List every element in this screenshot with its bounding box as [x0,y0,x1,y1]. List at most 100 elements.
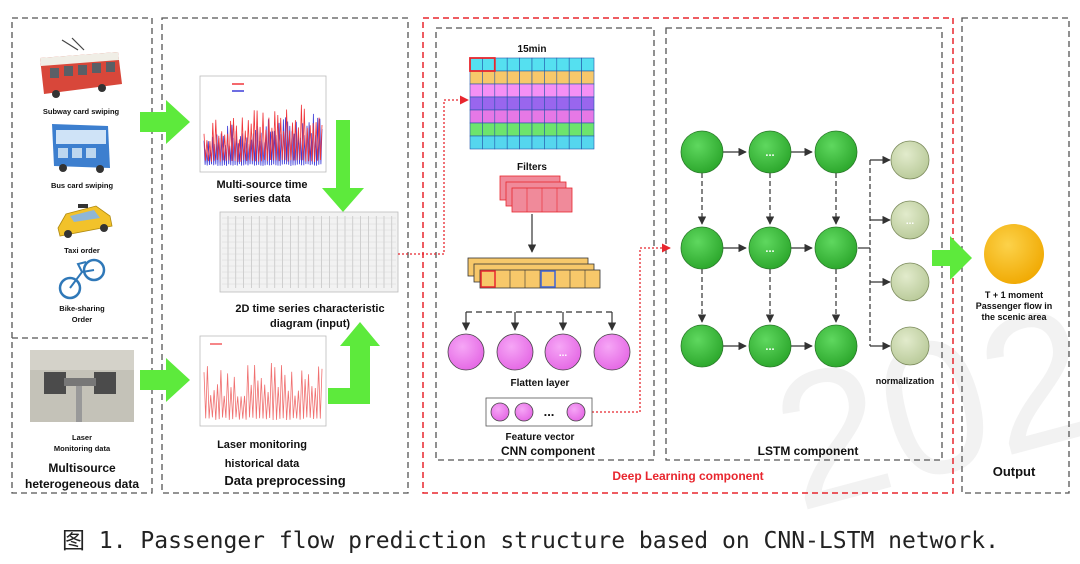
taxi-icon [57,204,113,238]
feature-vector-node-2 [514,402,534,422]
cnn-grid-cell [482,122,496,137]
multi-source-label-line1: Multi-source time [216,179,307,191]
red-connector-to-cnn [398,95,469,255]
cnn-grid-cell [506,122,520,137]
norm-node-ellipsis: ... [906,216,915,227]
cnn-grid-cell [519,83,533,98]
multisource-section [11,17,153,494]
green-arrow-subway [140,100,190,144]
cnn-input-grid [469,57,595,150]
laser-label-line1: Laser [72,433,92,442]
figure-caption: 图 1. Passenger flow prediction structure… [62,528,999,554]
2d-diagram-grid [222,216,396,288]
cnn-grid-cell [531,109,545,124]
green-arrow-laser-up [328,322,380,404]
norm-node [890,140,930,180]
lstm-node [680,130,724,174]
cnn-grid-cell [568,70,582,85]
cnn-grid-cell [544,96,558,111]
cnn-grid-cell [494,135,508,150]
flatten-node-4 [593,333,631,371]
cnn-grid-cell [544,70,558,85]
2d-diagram-label-line2: diagram (input) [270,318,350,330]
tram-icon [40,37,122,98]
cnn-grid-cell [494,70,508,85]
norm-node [890,200,930,240]
cnn-grid-cell [531,57,545,72]
lstm-node-ellipsis: ... [765,147,774,159]
deep-learning-title: Deep Learning component [612,469,763,483]
bike-label-line1: Bike-sharing [59,304,105,313]
feature-vector-node-3 [566,402,586,422]
cnn-grid-cell [506,70,520,85]
output-label-line2: Passenger flow in [976,301,1053,311]
laser-photo [30,350,134,422]
output-node [984,224,1044,284]
cnn-grid-cell [482,57,496,72]
cnn-grid-cell [544,135,558,150]
cnn-grid-cell [556,57,570,72]
cnn-grid-cell [506,57,520,72]
lstm-node [814,226,858,270]
cnn-grid-highlight [469,57,496,72]
cnn-grid-cell [581,83,595,98]
taxi-label: Taxi order [64,246,100,255]
lstm-node [748,130,792,174]
cnn-grid-cell [568,109,582,124]
cnn-grid-cell [482,135,496,150]
cnn-grid-cell [581,70,595,85]
cnn-grid-cell [519,135,533,150]
lstm-node [748,324,792,368]
filters-label: Filters [517,162,547,173]
cnn-grid-cell [469,57,483,72]
cnn-grid-cell [556,83,570,98]
cnn-grid-cell [581,57,595,72]
multi-source-label-line2: series data [233,193,291,205]
norm-node [890,262,930,302]
lstm-node-ellipsis: ... [765,341,774,353]
cnn-grid-cell [494,96,508,111]
cnn-grid-cell [469,70,483,85]
cnn-grid-cell [544,83,558,98]
cnn-grid-cell [519,122,533,137]
output-label-line3: the scenic area [981,312,1047,322]
cnn-grid-cell [531,135,545,150]
norm-node [890,326,930,366]
cnn-grid-cell [519,70,533,85]
lstm-node-ellipsis: ... [765,243,774,255]
feature-vector-ellipsis: ... [544,404,555,419]
cnn-grid-cell [482,96,496,111]
cnn-grid-cell [494,83,508,98]
lstm-node [814,324,858,368]
deep-learning-section [422,17,954,494]
cnn-grid-cell [469,109,483,124]
output-section [961,17,1070,494]
lstm-network: ............ [680,130,930,368]
cnn-grid-cell [544,122,558,137]
cnn-grid-cell [581,122,595,137]
cnn-grid-cell [531,70,545,85]
lstm-node [748,226,792,270]
cnn-grid-cell [482,109,496,124]
cnn-grid-cell [556,122,570,137]
cnn-grid-cell [581,109,595,124]
cnn-grid-cell [482,70,496,85]
output-label-line1: T + 1 moment [985,290,1043,300]
lstm-node [680,324,724,368]
cnn-grid-cell [494,57,508,72]
output-title: Output [993,464,1036,479]
cnn-grid-cell [556,109,570,124]
cnn-grid-cell [581,135,595,150]
cnn-grid-cell [494,122,508,137]
laser-label-line2: Monitoring data [54,444,111,453]
cnn-grid-cell [568,135,582,150]
cnn-grid-cell [469,96,483,111]
bike-label-line2: Order [72,315,93,324]
cnn-grid-cell [531,122,545,137]
cnn-grid-cell [556,135,570,150]
bus-icon [52,124,110,173]
cnn-grid-cell [494,109,508,124]
cnn-grid-cell [568,122,582,137]
subway-label: Subway card swiping [43,107,120,116]
green-arrow-multi-down [322,120,364,212]
